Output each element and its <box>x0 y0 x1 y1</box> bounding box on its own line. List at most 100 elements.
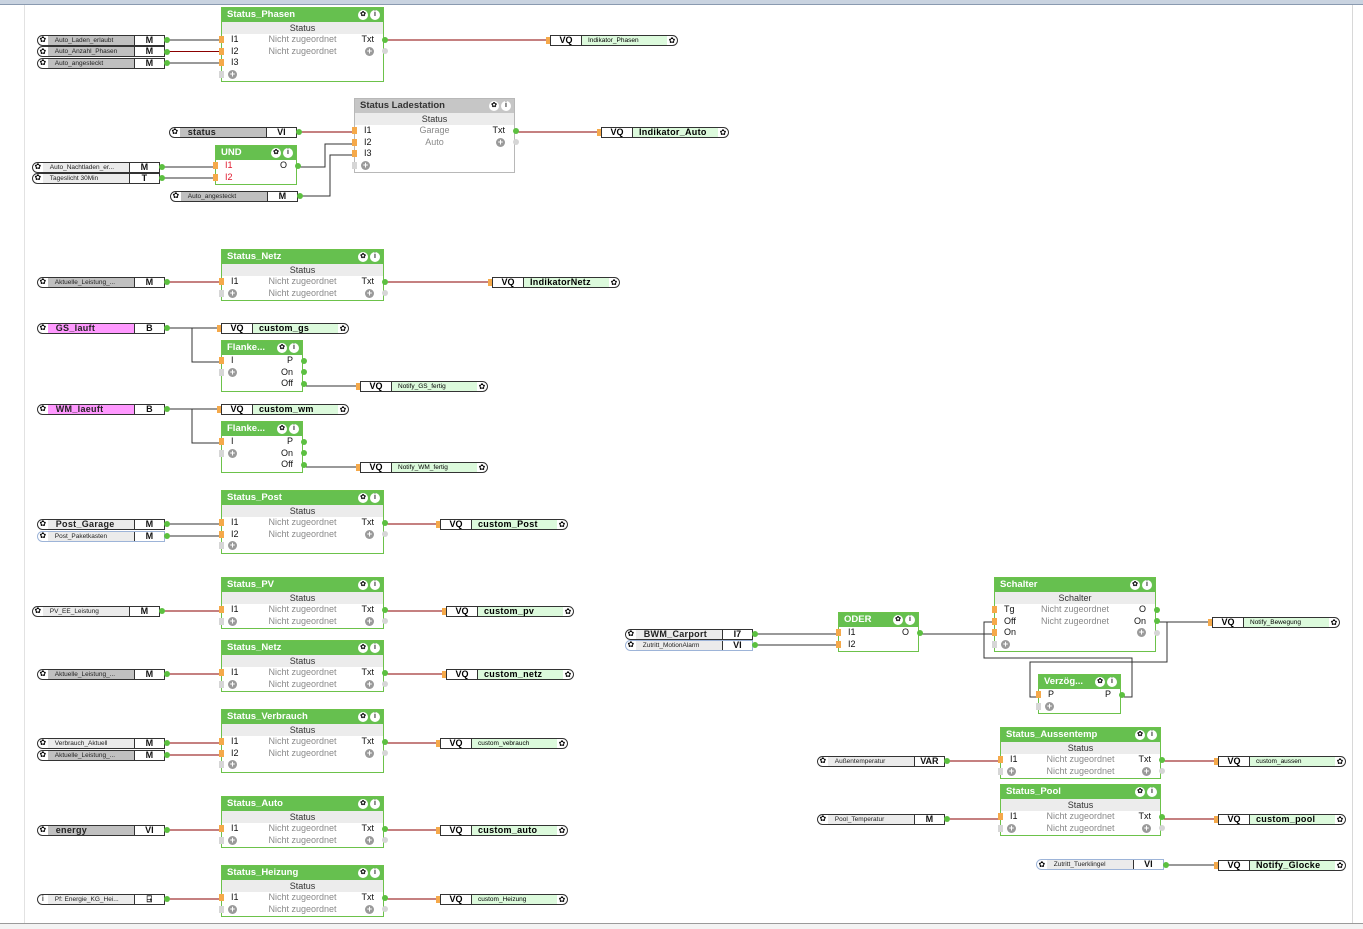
output-pin[interactable] <box>917 629 923 636</box>
output-pin[interactable] <box>164 325 170 331</box>
output-pin[interactable] <box>159 608 165 614</box>
block-input[interactable]: + <box>228 835 237 846</box>
output-pin[interactable] <box>1159 756 1165 763</box>
plus-icon[interactable]: + <box>228 447 237 458</box>
block-input[interactable]: I1 <box>1010 811 1018 822</box>
gear-icon[interactable]: ✿ <box>39 323 47 332</box>
input-pin[interactable] <box>219 368 224 376</box>
plus-icon[interactable]: + <box>1001 638 1010 649</box>
block-output[interactable]: + <box>365 288 374 299</box>
block-input[interactable]: + <box>228 448 237 459</box>
block-output[interactable]: + <box>365 679 374 690</box>
block-output[interactable]: + <box>365 904 374 915</box>
output-pin[interactable] <box>944 758 950 764</box>
input-pin[interactable] <box>1036 691 1041 698</box>
block-title[interactable]: ODER✿i <box>839 613 918 627</box>
plus-icon[interactable]: + <box>228 366 237 377</box>
block-input[interactable]: P <box>1048 689 1054 700</box>
output-pin[interactable] <box>164 60 170 66</box>
input-pin[interactable] <box>356 463 361 471</box>
block-output[interactable]: Off <box>281 378 293 389</box>
output-pin[interactable] <box>164 827 170 833</box>
input-pin[interactable] <box>219 449 224 457</box>
output-pin[interactable] <box>1159 813 1165 820</box>
output-pin[interactable] <box>382 519 388 526</box>
block-input[interactable]: Off <box>1004 616 1016 627</box>
block-output[interactable]: Txt <box>362 604 375 615</box>
plus-icon[interactable]: + <box>1142 765 1151 776</box>
block-input[interactable]: I1 <box>231 892 239 903</box>
output-pin[interactable] <box>301 369 307 375</box>
output-pin[interactable] <box>513 139 519 145</box>
input-pin[interactable] <box>219 617 224 625</box>
block-input[interactable]: I1 <box>848 627 856 638</box>
output-pin[interactable] <box>382 894 388 901</box>
input-pin[interactable] <box>992 640 997 648</box>
input-pin[interactable] <box>998 824 1003 832</box>
info-icon[interactable]: i <box>1147 730 1157 740</box>
output-pin[interactable] <box>382 606 388 613</box>
input-pin[interactable] <box>219 47 224 55</box>
output-pin[interactable] <box>1154 618 1160 624</box>
plus-icon[interactable]: + <box>228 678 237 689</box>
wire[interactable] <box>297 154 354 197</box>
output-pin[interactable] <box>301 461 307 468</box>
output-pin[interactable] <box>752 642 758 648</box>
info-icon[interactable]: i <box>370 10 380 20</box>
block-title[interactable]: Status_Verbrauch✿i <box>222 710 383 724</box>
block-input[interactable]: + <box>361 160 370 171</box>
output-pin[interactable] <box>382 531 388 537</box>
info-icon[interactable]: i <box>289 424 299 434</box>
input-pin[interactable] <box>436 895 441 903</box>
block-input[interactable]: I1 <box>1010 754 1018 765</box>
block-output[interactable]: Txt <box>362 667 375 678</box>
block-output[interactable]: + <box>1142 766 1151 777</box>
block-title[interactable]: Status_PV✿i <box>222 578 383 592</box>
output-pin[interactable] <box>164 896 170 902</box>
gear-icon[interactable]: ✿ <box>39 277 47 286</box>
block-input[interactable]: I1 <box>231 667 239 678</box>
input-pin[interactable] <box>219 836 224 844</box>
block-output[interactable]: Txt <box>362 34 375 45</box>
output-pin[interactable] <box>164 533 170 539</box>
input-pin[interactable] <box>352 161 357 169</box>
output-pin[interactable] <box>164 37 170 43</box>
input-pin[interactable] <box>488 278 493 286</box>
block-output[interactable]: Txt <box>1139 754 1152 765</box>
info-icon[interactable]: i <box>1142 580 1152 590</box>
plus-icon[interactable]: + <box>365 45 374 56</box>
output-pin[interactable] <box>159 175 165 181</box>
block-title[interactable]: Status_Netz✿i <box>222 250 383 264</box>
wire[interactable] <box>1029 621 1168 698</box>
page-tabs-bar[interactable] <box>0 923 1363 929</box>
gear-icon[interactable]: ✿ <box>39 750 47 759</box>
output-pin[interactable] <box>382 36 388 43</box>
input-pin[interactable] <box>219 438 224 445</box>
output-pin[interactable] <box>1119 691 1125 698</box>
block-output[interactable]: Off <box>281 459 293 470</box>
block-title[interactable]: Status_Pool✿i <box>1001 785 1160 799</box>
block-output[interactable]: + <box>365 616 374 627</box>
block-input[interactable]: I1 <box>231 604 239 615</box>
block-input[interactable]: I1 <box>231 823 239 834</box>
input-pin[interactable] <box>219 749 224 757</box>
output-pin[interactable] <box>164 406 170 412</box>
block-output[interactable]: O <box>280 160 287 171</box>
input-pin[interactable] <box>219 905 224 913</box>
output-pin[interactable] <box>382 837 388 843</box>
block-input[interactable]: + <box>228 679 237 690</box>
block-input[interactable]: + <box>1001 639 1010 650</box>
gear-icon[interactable]: ✿ <box>358 10 368 20</box>
input-pin[interactable] <box>436 739 441 747</box>
block-input[interactable]: I1 <box>231 736 239 747</box>
input-pin[interactable] <box>219 606 224 613</box>
